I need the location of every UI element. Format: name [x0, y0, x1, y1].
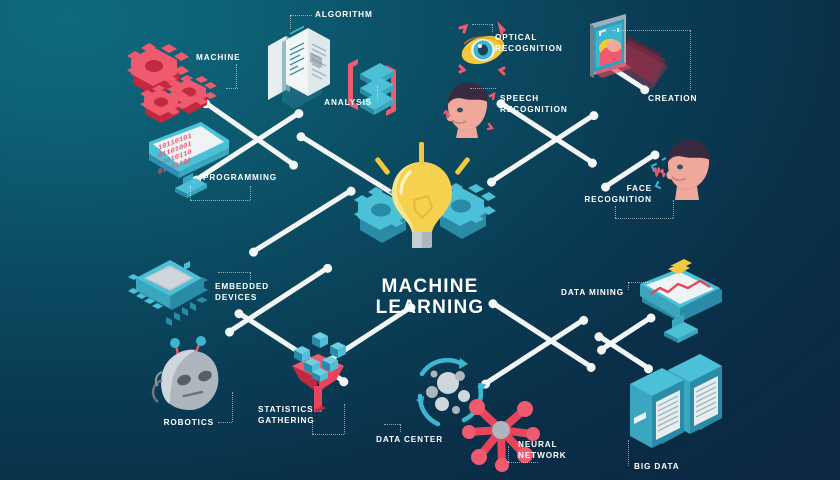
leader-creation	[612, 30, 690, 32]
node-label-speech: SPEECH RECOGNITION	[500, 94, 568, 114]
leader-programming-c	[250, 186, 252, 200]
node-label-algorithm: ALGORITHM	[315, 10, 373, 19]
leader-creation-b	[690, 30, 692, 90]
leader-programming	[190, 186, 192, 200]
funnel-cubes-icon	[278, 328, 358, 418]
layers-brackets-icon	[340, 52, 408, 126]
monitor-chart-icon	[634, 259, 730, 348]
leader-statistics-b	[312, 434, 344, 436]
monitor-binary-icon: 10110101 01101001 10010110 01101101	[145, 122, 237, 206]
leader-statistics-c	[344, 404, 346, 434]
node-label-datacenter: DATA CENTER	[376, 435, 444, 444]
leader-neural	[508, 446, 510, 462]
ray	[419, 142, 424, 164]
center-title: MACHINE LEARNING	[355, 276, 505, 318]
leader-datamining	[628, 282, 672, 284]
leader-optical	[472, 24, 492, 26]
leader-algorithm	[290, 15, 312, 17]
connector-line	[488, 112, 597, 185]
data-cluster-icon	[408, 352, 494, 438]
microchip-icon	[128, 258, 218, 350]
leader-face-b	[615, 218, 673, 220]
leader-machine	[236, 64, 238, 88]
node-label-face: FACE RECOGNITION	[584, 184, 652, 204]
head-face-scan-icon	[648, 136, 720, 206]
eye-icon	[452, 18, 514, 80]
node-label-statistics: STATISTICS GATHERING	[258, 405, 315, 425]
node-label-neural: NEURAL NETWORK	[518, 440, 567, 460]
leader-machine-b	[226, 88, 238, 90]
node-label-bigdata: BIG DATA	[634, 462, 680, 471]
node-label-creation: CREATION	[648, 94, 698, 103]
node-label-optical: OPTICAL RECOGNITION	[495, 33, 563, 53]
documents-icon	[264, 24, 334, 109]
leader-face	[615, 206, 617, 218]
connector-line	[250, 187, 354, 255]
robot-head-icon	[150, 336, 238, 420]
leader-analysis	[377, 86, 379, 100]
leader-embedded	[218, 272, 250, 274]
screen-projection-icon	[580, 14, 672, 100]
leader-speech	[470, 88, 496, 90]
leader-robotics-b	[232, 392, 234, 422]
center-title-line1: MACHINE	[381, 276, 479, 297]
center-title-line2: LEARNING	[375, 297, 485, 318]
leader-datacenter	[400, 424, 402, 432]
leader-robotics	[218, 422, 232, 424]
leader-neural-b	[508, 462, 538, 464]
leader-statistics	[312, 420, 314, 434]
node-label-robotics: ROBOTICS	[163, 418, 214, 427]
gears-icon	[125, 34, 220, 126]
node-label-datamining: DATA MINING	[561, 288, 624, 297]
lightbulb-gears-icon	[348, 142, 498, 268]
node-label-embedded: EMBEDDED DEVICES	[215, 282, 270, 302]
leader-datamining-b	[628, 282, 630, 290]
leader-bigdata	[628, 440, 630, 466]
leader-programming-b	[190, 200, 250, 202]
neural-nodes-icon	[462, 392, 540, 472]
node-label-programming: PROGRAMMING	[203, 173, 278, 182]
leader-embedded-b	[250, 272, 252, 280]
leader-algorithm-b	[290, 15, 292, 29]
leader-datacenter-b	[384, 424, 400, 426]
node-label-machine: MACHINE	[196, 53, 241, 62]
leader-face-c	[673, 200, 675, 218]
connector-line	[490, 300, 595, 370]
leader-optical-b	[492, 24, 494, 32]
server-racks-icon	[622, 354, 732, 468]
node-label-analysis: ANALYSIS	[324, 98, 372, 107]
